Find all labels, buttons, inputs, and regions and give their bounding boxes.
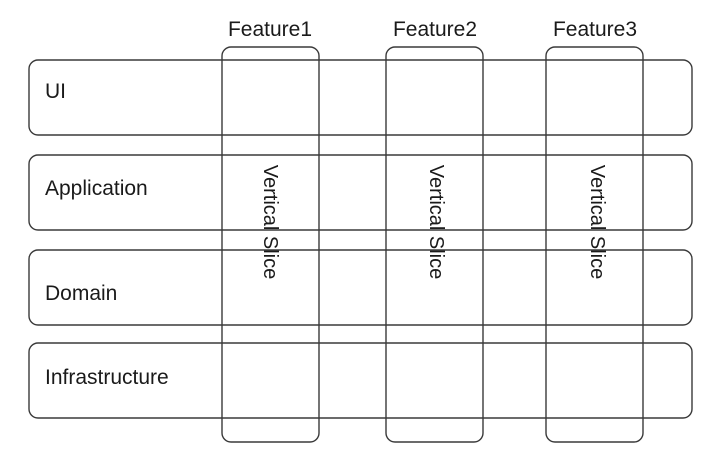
feature-labels: Feature1 Feature2 Feature3 xyxy=(228,18,637,41)
slice-box-feature3 xyxy=(545,46,644,443)
layer-label-application: Application xyxy=(45,177,148,200)
layer-label-domain: Domain xyxy=(45,282,117,305)
layer-box-ui xyxy=(28,59,693,136)
slice-labels: Vertical Slice Vertical Slice Vertical S… xyxy=(259,165,608,280)
slice-box-feature1 xyxy=(221,46,320,443)
slices xyxy=(221,46,644,443)
slice-label-3: Vertical Slice xyxy=(586,165,608,280)
layer-box-domain xyxy=(28,249,693,326)
layer-box-application xyxy=(28,154,693,231)
feature-label-2: Feature2 xyxy=(393,18,477,41)
feature-label-3: Feature3 xyxy=(553,18,637,41)
slice-label-1: Vertical Slice xyxy=(259,165,281,280)
slice-label-2: Vertical Slice xyxy=(425,165,447,280)
layer-label-ui: UI xyxy=(45,80,66,103)
slice-box-feature2 xyxy=(385,46,484,443)
layer-label-infrastructure: Infrastructure xyxy=(45,366,169,389)
layer-box-infrastructure xyxy=(28,342,693,419)
layers: UI Application Domain Infrastructure xyxy=(28,59,693,419)
feature-label-1: Feature1 xyxy=(228,18,312,41)
